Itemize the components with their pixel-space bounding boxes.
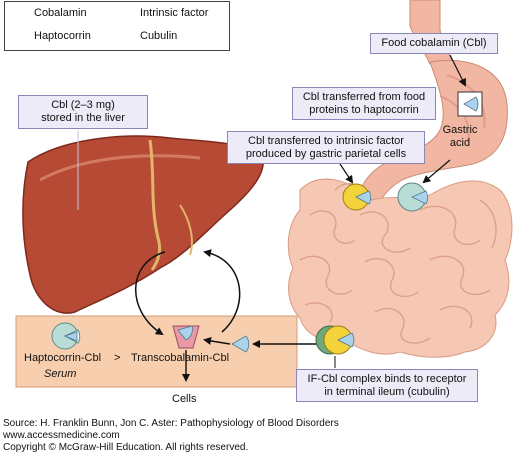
gastric-acid-line1: Gastric <box>442 124 478 136</box>
legend <box>4 1 230 51</box>
pointer-food-cbl <box>449 54 466 87</box>
ileum-receptor-label: IF-Cbl complex binds to receptor in term… <box>296 369 478 402</box>
footer-source: Source: H. Franklin Bunn, Jon C. Aster: … <box>3 418 339 429</box>
intrinsic-factor-transfer-line2: produced by gastric parietal cells <box>245 148 407 160</box>
cells-label: Cells <box>172 393 197 405</box>
legend-cubulin-label: Cubulin <box>140 30 178 42</box>
pointer-if-transfer <box>339 163 354 184</box>
intestine-loops <box>299 183 497 344</box>
pointer-hapto-transfer <box>422 159 451 184</box>
ileum-receptor-line2: in terminal ileum (cubulin) <box>324 386 450 398</box>
liver-storage-line1: Cbl (2–3 mg) <box>51 99 115 111</box>
liver <box>22 135 264 314</box>
gastric-acid-line2: acid <box>449 137 471 149</box>
haptocorrin-cbl-complex <box>51 322 81 350</box>
liver-storage-line2: stored in the liver <box>41 112 125 124</box>
haptocorrin-transfer-line1: Cbl transferred from food <box>302 91 426 103</box>
esophagus <box>409 0 453 65</box>
serum-label: Serum <box>44 368 77 380</box>
transcobalamin-cbl-complex <box>172 325 200 349</box>
cycle-arrow-left <box>135 251 166 336</box>
serum-transcobalamin-label: Transcobalamin-Cbl <box>131 352 230 364</box>
intrinsic-factor-transfer-label: Cbl transferred to intrinsic factor prod… <box>227 131 425 164</box>
intrinsic-factor-transfer-line1: Cbl transferred to intrinsic factor <box>248 135 404 147</box>
ileum-receptor-line1: IF-Cbl complex binds to receptor <box>307 373 467 385</box>
cubulin-receptor-complex <box>315 325 355 355</box>
arrow-free-cbl-to-tc <box>203 336 231 345</box>
footer-website: www.accessmedicine.com <box>3 430 120 441</box>
liver-highlight <box>39 154 201 182</box>
haptocorrin-transfer-line2: proteins to haptocorrin <box>309 104 419 116</box>
food-cobalamin-text: Food cobalamin (Cbl) <box>381 37 487 49</box>
falciform-ligament <box>148 139 162 271</box>
legend-cobalamin-label: Cobalamin <box>34 7 87 19</box>
gallbladder-edge <box>179 204 193 256</box>
serum-greater-than: > <box>114 352 121 364</box>
legend-intrinsic-factor-label: Intrinsic factor <box>140 7 209 19</box>
footer-copyright: Copyright © McGraw-Hill Education. All r… <box>3 442 249 453</box>
food-cobalamin-symbol <box>457 91 483 117</box>
food-cobalamin-label: Food cobalamin (Cbl) <box>370 33 498 54</box>
haptocorrin-transfer-label: Cbl transferred from food proteins to ha… <box>292 87 436 120</box>
if-cbl-stomach <box>342 183 372 211</box>
free-cbl-serum <box>231 335 250 353</box>
liver-storage-label: Cbl (2–3 mg) stored in the liver <box>18 95 148 129</box>
legend-haptocorrin-label: Haptocorrin <box>34 30 91 42</box>
cycle-arrow-right <box>203 249 241 333</box>
serum-haptocorrin-label: Haptocorrin-Cbl <box>24 352 102 364</box>
haptocorrin-cbl-stomach <box>397 182 428 212</box>
